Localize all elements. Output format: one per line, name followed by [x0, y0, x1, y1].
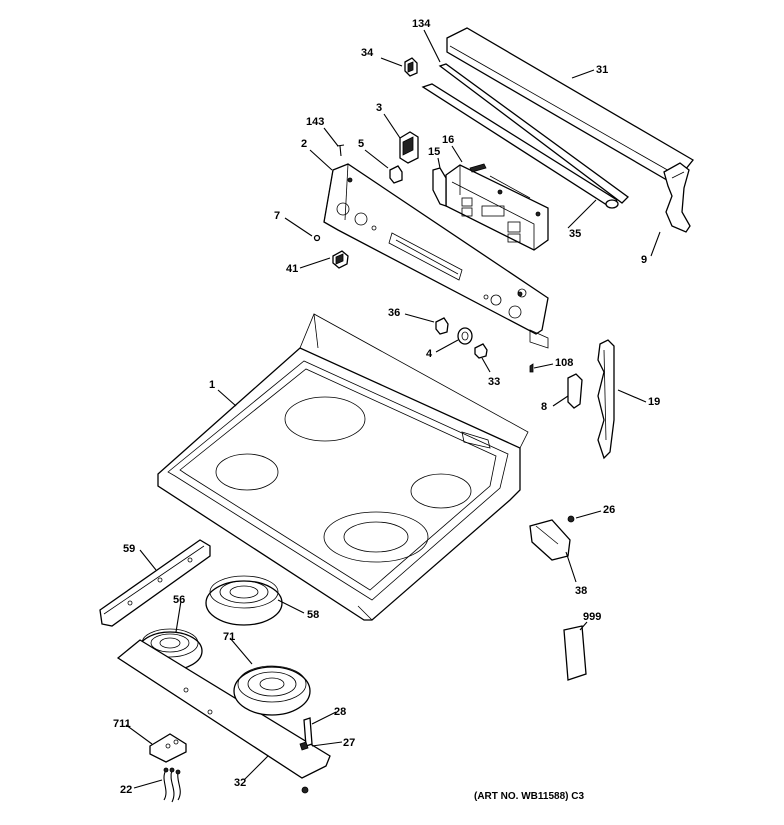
callout-7: 7	[274, 210, 280, 222]
callout-15: 15	[428, 146, 440, 158]
callout-4: 4	[426, 348, 433, 360]
end-cap-part-9	[663, 162, 691, 233]
part-36	[435, 317, 449, 335]
burner-box-part-32	[116, 639, 331, 794]
callout-33: 33	[488, 376, 500, 388]
art-number-note: (ART NO. WB11588) C3	[474, 791, 585, 802]
callout-1: 1	[209, 379, 215, 391]
callout-28: 28	[334, 706, 346, 718]
part-33	[474, 343, 488, 359]
callout-19: 19	[648, 396, 660, 408]
clip-part-34	[404, 57, 418, 77]
callout-27: 27	[343, 737, 355, 749]
callout-35: 35	[569, 228, 581, 240]
part-27	[299, 741, 309, 751]
callout-32: 32	[234, 777, 246, 789]
callout-108: 108	[555, 357, 573, 369]
cooktop-part-1	[157, 313, 529, 621]
callout-31: 31	[596, 64, 608, 76]
callout-711: 711	[113, 718, 131, 730]
callout-34: 34	[361, 47, 374, 59]
callout-16: 16	[442, 134, 454, 146]
screw-part-143	[336, 144, 345, 157]
bezel-part-15	[432, 167, 447, 207]
callout-22: 22	[120, 784, 132, 796]
knob-part-4	[457, 327, 473, 345]
leader-lines	[125, 29, 661, 789]
surface-element-part-58	[205, 575, 283, 626]
callout-59: 59	[123, 543, 135, 555]
callout-8: 8	[541, 401, 547, 413]
callout-36: 36	[388, 307, 400, 319]
control-board-part-16	[445, 163, 549, 437]
callout-41: 41	[286, 263, 298, 275]
strip-part-35	[421, 63, 629, 209]
part-41	[332, 250, 349, 269]
callout-9: 9	[641, 254, 647, 266]
part-108	[529, 363, 534, 373]
bracket-part-3	[399, 131, 419, 164]
part-7	[313, 234, 321, 242]
callout-3: 3	[376, 102, 382, 114]
control-panel-part-2	[323, 163, 549, 349]
callout-26: 26	[603, 504, 615, 516]
callout-58: 58	[307, 609, 319, 621]
part-26	[567, 515, 575, 523]
surface-element-part-71	[233, 665, 311, 716]
callout-56: 56	[173, 594, 185, 606]
channel-part-59	[99, 539, 211, 627]
callout-2: 2	[301, 138, 307, 150]
callout-labels: 134 31 34 3 143 16 2 5 15 7 35 9 41 36 4…	[113, 18, 660, 796]
bracket-part-711	[149, 733, 187, 763]
wire-harness-part-22	[163, 767, 181, 803]
cover-part-38	[529, 519, 571, 561]
pin-part-28	[303, 717, 313, 747]
part-5	[389, 165, 403, 184]
callout-999: 999	[583, 611, 601, 623]
bracket-part-8	[567, 373, 583, 409]
callout-134: 134	[412, 18, 431, 30]
bracket-part-19	[597, 339, 615, 460]
literature-part-999	[563, 625, 587, 681]
callout-71: 71	[223, 631, 235, 643]
callout-5: 5	[358, 138, 364, 150]
callout-38: 38	[575, 585, 587, 597]
callout-143: 143	[306, 116, 324, 128]
